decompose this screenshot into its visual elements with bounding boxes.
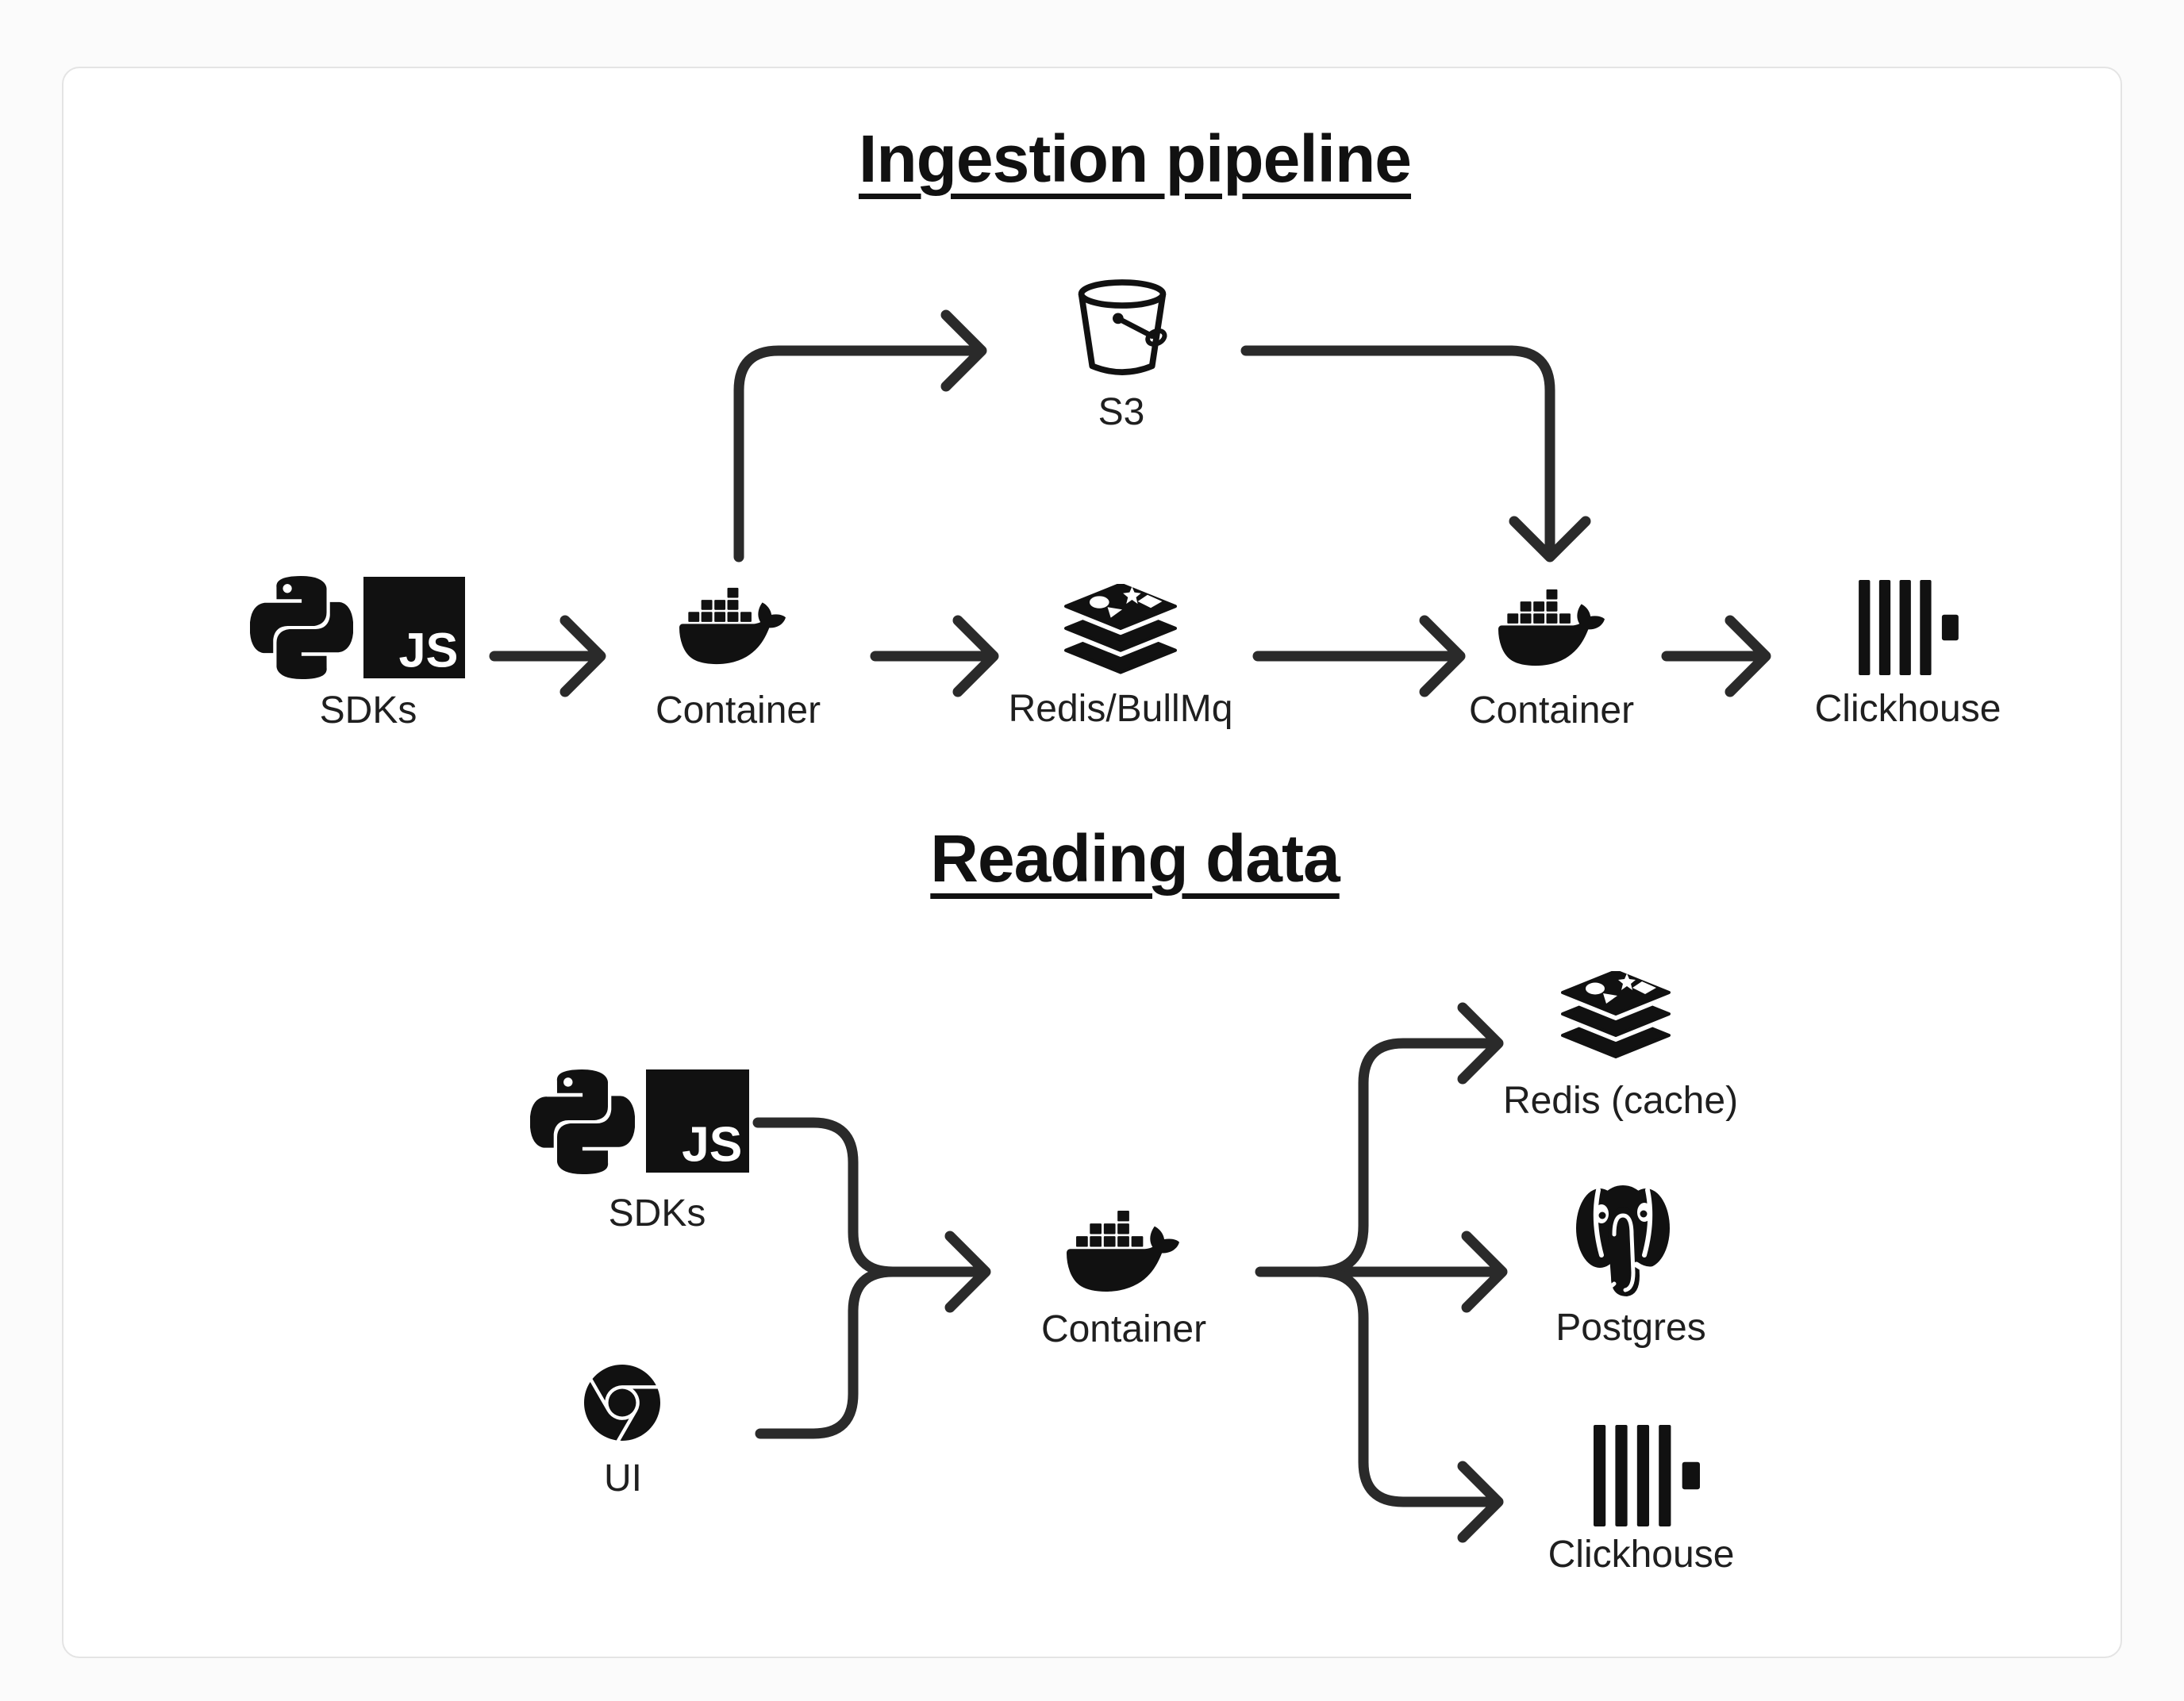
postgres-icon bbox=[1570, 1179, 1676, 1300]
docker-icon bbox=[679, 573, 786, 679]
js-badge-text: JS bbox=[682, 1117, 742, 1172]
python-icon bbox=[250, 574, 353, 681]
chrome-icon bbox=[584, 1365, 660, 1441]
ingestion-container-worker-label: Container bbox=[1468, 689, 1635, 731]
ingestion-clickhouse-label: Clickhouse bbox=[1814, 688, 2001, 730]
ingestion-title: Ingestion pipeline bbox=[858, 121, 1412, 196]
ingestion-container-in-label: Container bbox=[655, 689, 821, 731]
docker-icon bbox=[1498, 574, 1605, 681]
python-icon bbox=[530, 1068, 635, 1176]
redis-icon bbox=[1063, 584, 1178, 676]
clickhouse-icon bbox=[1594, 1425, 1700, 1526]
bucket-icon bbox=[1075, 276, 1170, 378]
javascript-icon: JS bbox=[363, 577, 465, 678]
reading-redis-cache-label: Redis (cache) bbox=[1502, 1080, 1739, 1122]
reading-title: Reading data bbox=[930, 821, 1340, 896]
javascript-icon: JS bbox=[646, 1069, 749, 1173]
redis-icon bbox=[1560, 971, 1671, 1060]
ingestion-sdks-label: SDKs bbox=[319, 689, 417, 731]
docker-icon bbox=[1067, 1195, 1179, 1307]
reading-sdks-label: SDKs bbox=[608, 1192, 706, 1234]
reading-postgres-label: Postgres bbox=[1555, 1307, 1706, 1349]
reading-clickhouse-label: Clickhouse bbox=[1548, 1534, 1735, 1576]
clickhouse-icon bbox=[1859, 580, 1959, 675]
ingestion-queue-label: Redis/BullMq bbox=[1008, 688, 1233, 730]
reading-ui-label: UI bbox=[604, 1457, 642, 1499]
ingestion-s3-label: S3 bbox=[1098, 391, 1145, 433]
diagram-card bbox=[62, 67, 2122, 1658]
js-badge-text: JS bbox=[398, 623, 458, 678]
reading-container-label: Container bbox=[1040, 1308, 1207, 1350]
